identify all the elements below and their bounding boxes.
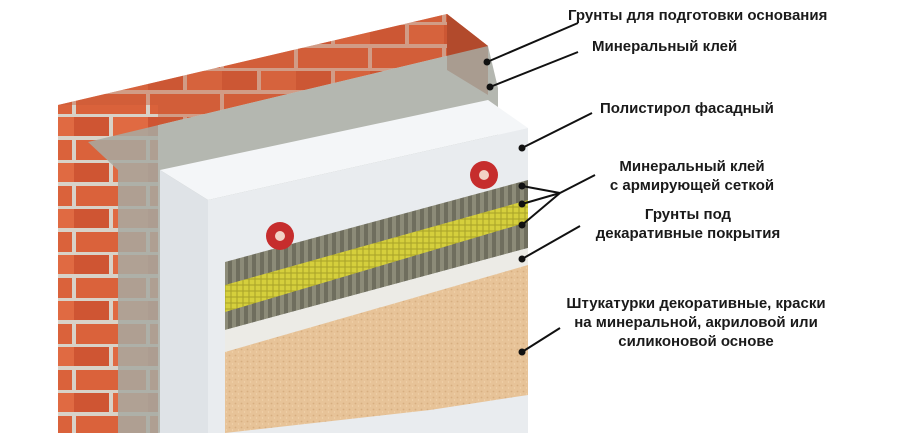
dowel-2 — [470, 161, 498, 189]
leader-line-glue-mesh-c — [521, 192, 561, 226]
label-primer-decor-line1: Грунты под — [644, 206, 732, 223]
label-primer-base: Грунты для подготовки основания — [568, 7, 828, 24]
leader-line-primer-decor — [521, 225, 581, 260]
label-plaster-line2: на минеральной, акриловой или — [574, 314, 818, 331]
label-plaster-line3: силиконовой основе — [618, 333, 774, 350]
leader-dot-plaster — [518, 348, 526, 356]
leader-dot-polystyrene — [518, 144, 526, 152]
polystyrene-front — [160, 170, 208, 433]
leader-line-glue-mesh-b — [521, 192, 561, 205]
label-glue-mesh-line2: с армирующей сеткой — [609, 177, 775, 194]
leader-line-primer-base — [486, 22, 579, 63]
leader-line-polystyrene — [521, 112, 593, 149]
leader-line-glue-mesh-a — [521, 185, 561, 194]
label-mineral-glue: Минеральный клей — [592, 38, 738, 55]
reinforcing-mesh — [225, 200, 528, 312]
label-glue-mesh-line1: Минеральный клей — [619, 158, 765, 175]
leader-dot-mineral-glue — [486, 83, 494, 91]
leader-dot-glue-mesh-b — [518, 200, 526, 208]
decorative-plaster — [225, 265, 528, 433]
decor-primer-layer — [225, 248, 528, 352]
leader-line-glue-mesh-d — [559, 174, 596, 194]
leader-dot-primer-decor — [518, 255, 526, 263]
label-plaster: Штукатурки декоративные, краски на минер… — [546, 294, 846, 351]
leader-dot-glue-mesh-a — [518, 182, 526, 190]
polystyrene-top — [160, 100, 528, 200]
leader-line-mineral-glue — [489, 51, 579, 88]
label-primer-decor-line2: декаративные покрытия — [595, 225, 781, 242]
label-primer-decor: Грунты под декаративные покрытия — [582, 205, 794, 243]
dowel-1 — [266, 222, 294, 250]
label-polystyrene: Полистирол фасадный — [600, 100, 774, 117]
leader-dot-primer-base — [483, 58, 491, 66]
label-glue-mesh: Минеральный клей с армирующей сеткой — [604, 157, 780, 195]
label-plaster-line1: Штукатурки декоративные, краски — [566, 295, 826, 312]
leader-line-plaster — [521, 327, 561, 353]
leader-dot-glue-mesh-c — [518, 221, 526, 229]
brick-wall-top-mortar — [58, 14, 488, 142]
